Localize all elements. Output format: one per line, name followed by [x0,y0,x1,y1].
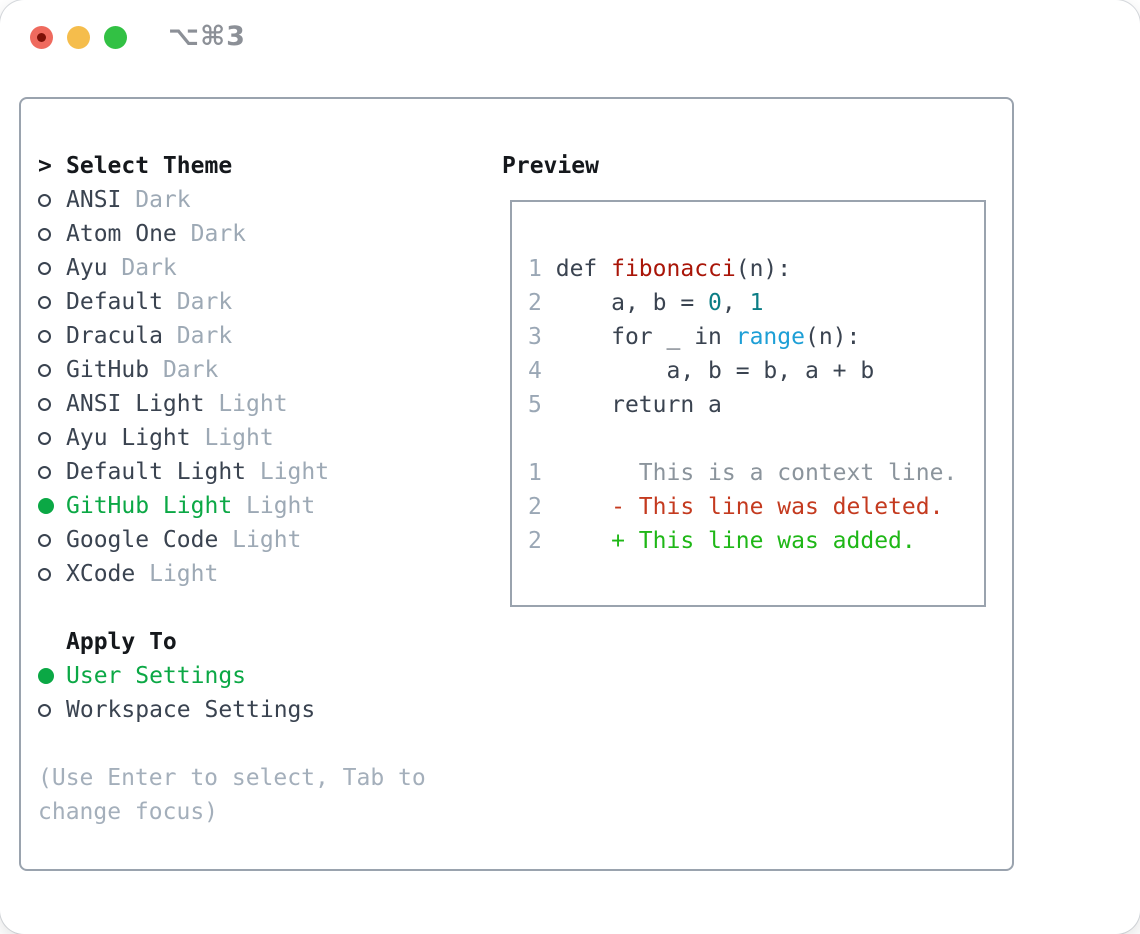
theme-variant: Dark [176,289,233,315]
diff-preview: 1 This is a context line.2 - This line w… [528,456,984,558]
theme-option[interactable]: Default Light Light [38,455,502,489]
radio-icon [38,261,66,275]
theme-variant: Light [246,493,316,519]
theme-name: Atom One [66,221,177,247]
diff-line: 2 - This line was deleted. [528,490,984,524]
theme-variant: Light [218,391,288,417]
code-line: 5 return a [528,392,722,418]
radio-selected-icon [38,498,66,514]
theme-name: GitHub [66,357,150,383]
theme-option[interactable]: Default Dark [38,285,502,319]
prompt-icon: > [38,153,52,179]
theme-option[interactable]: XCode Light [38,557,502,591]
line-number: 2 [528,494,542,520]
theme-option[interactable]: Dracula Dark [38,319,502,353]
theme-option[interactable]: Atom One Dark [38,217,502,251]
radio-icon [38,465,66,479]
window-title: ⌥⌘3 [168,21,246,52]
close-button[interactable] [30,26,53,49]
theme-variant: Light [259,459,330,485]
apply-to-title: Apply To [66,629,177,655]
theme-option[interactable]: Google Code Light [38,523,502,557]
radio-icon [38,431,66,445]
line-number: 2 [528,290,542,316]
radio-icon [38,329,66,343]
code-line: 3 for _ in range(n): [528,324,861,350]
preview-pane: 1 def fibonacci(n): 2 a, b = 0, 1 3 for _ … [510,200,986,607]
radio-icon [38,227,66,241]
help-line-1: (Use Enter to select, Tab to [38,765,426,791]
code-line: 1 def fibonacci(n): [528,256,792,282]
theme-variant: Dark [190,221,247,247]
theme-variant: Light [204,425,274,451]
radio-icon [38,567,66,581]
radio-selected-icon [38,668,66,684]
line-number: 1 [528,256,542,282]
radio-icon [38,397,66,411]
theme-option[interactable]: ANSI Dark [38,183,502,217]
theme-name: Dracula [66,323,163,349]
theme-name: Google Code [66,527,219,553]
code-preview: 1 def fibonacci(n): 2 a, b = 0, 1 3 for _ … [528,252,984,422]
line-number: 3 [528,324,542,350]
line-number: 2 [528,528,542,554]
minimize-button[interactable] [67,26,90,49]
theme-variant: Dark [121,255,177,281]
code-line: 4 a, b = b, a + b [528,358,875,384]
theme-variant: Dark [135,187,191,213]
preview-header-row: Preview [502,149,1012,183]
help-text: (Use Enter to select, Tab to change focu… [38,761,502,829]
theme-name: ANSI [66,187,122,213]
theme-name: Default [66,289,163,315]
theme-option[interactable]: ANSI Light Light [38,387,502,421]
theme-name: Ayu [66,255,108,281]
apply-option[interactable]: User Settings [38,659,502,693]
line-number: 5 [528,392,542,418]
theme-option[interactable]: GitHub Dark [38,353,502,387]
help-line-2: change focus) [38,799,219,825]
radio-icon [38,703,66,717]
theme-name: XCode [66,561,136,587]
zoom-button[interactable] [104,26,127,49]
right-column: Preview 1 def fibonacci(n): 2 a, b = 0, 1… [502,99,1012,869]
apply-option-label: Workspace Settings [66,697,316,723]
radio-icon [38,533,66,547]
diff-added-text: + This line was added. [611,528,916,554]
theme-variant: Dark [176,323,233,349]
line-number: 4 [528,358,542,384]
theme-option[interactable]: Ayu Dark [38,251,502,285]
radio-icon [38,363,66,377]
theme-variant: Light [232,527,302,553]
apply-to-header: Apply To [38,625,502,659]
theme-option[interactable]: GitHub Light Light [38,489,502,523]
theme-name: GitHub Light [66,493,233,519]
line-number: 1 [528,460,542,486]
traffic-lights [30,26,127,49]
code-line: 2 a, b = 0, 1 [528,290,764,316]
apply-option[interactable]: Workspace Settings [38,693,502,727]
theme-variant: Dark [162,357,219,383]
diff-line: 1 This is a context line. [528,456,984,490]
select-theme-header: > Select Theme [38,149,502,183]
diff-context-text: This is a context line. [638,460,958,486]
radio-icon [38,295,66,309]
titlebar: ⌥⌘3 [0,0,1140,97]
theme-variant: Light [149,561,219,587]
select-theme-title: Select Theme [66,153,233,179]
radio-icon [38,193,66,207]
apply-option-label: User Settings [66,663,247,689]
diff-line: 2 + This line was added. [528,524,984,558]
theme-name: Ayu Light [66,425,191,451]
diff-deleted-text: - This line was deleted. [611,494,944,520]
theme-option[interactable]: Ayu Light Light [38,421,502,455]
preview-title: Preview [502,153,599,179]
theme-name: ANSI Light [66,391,205,417]
theme-name: Default Light [66,459,247,485]
